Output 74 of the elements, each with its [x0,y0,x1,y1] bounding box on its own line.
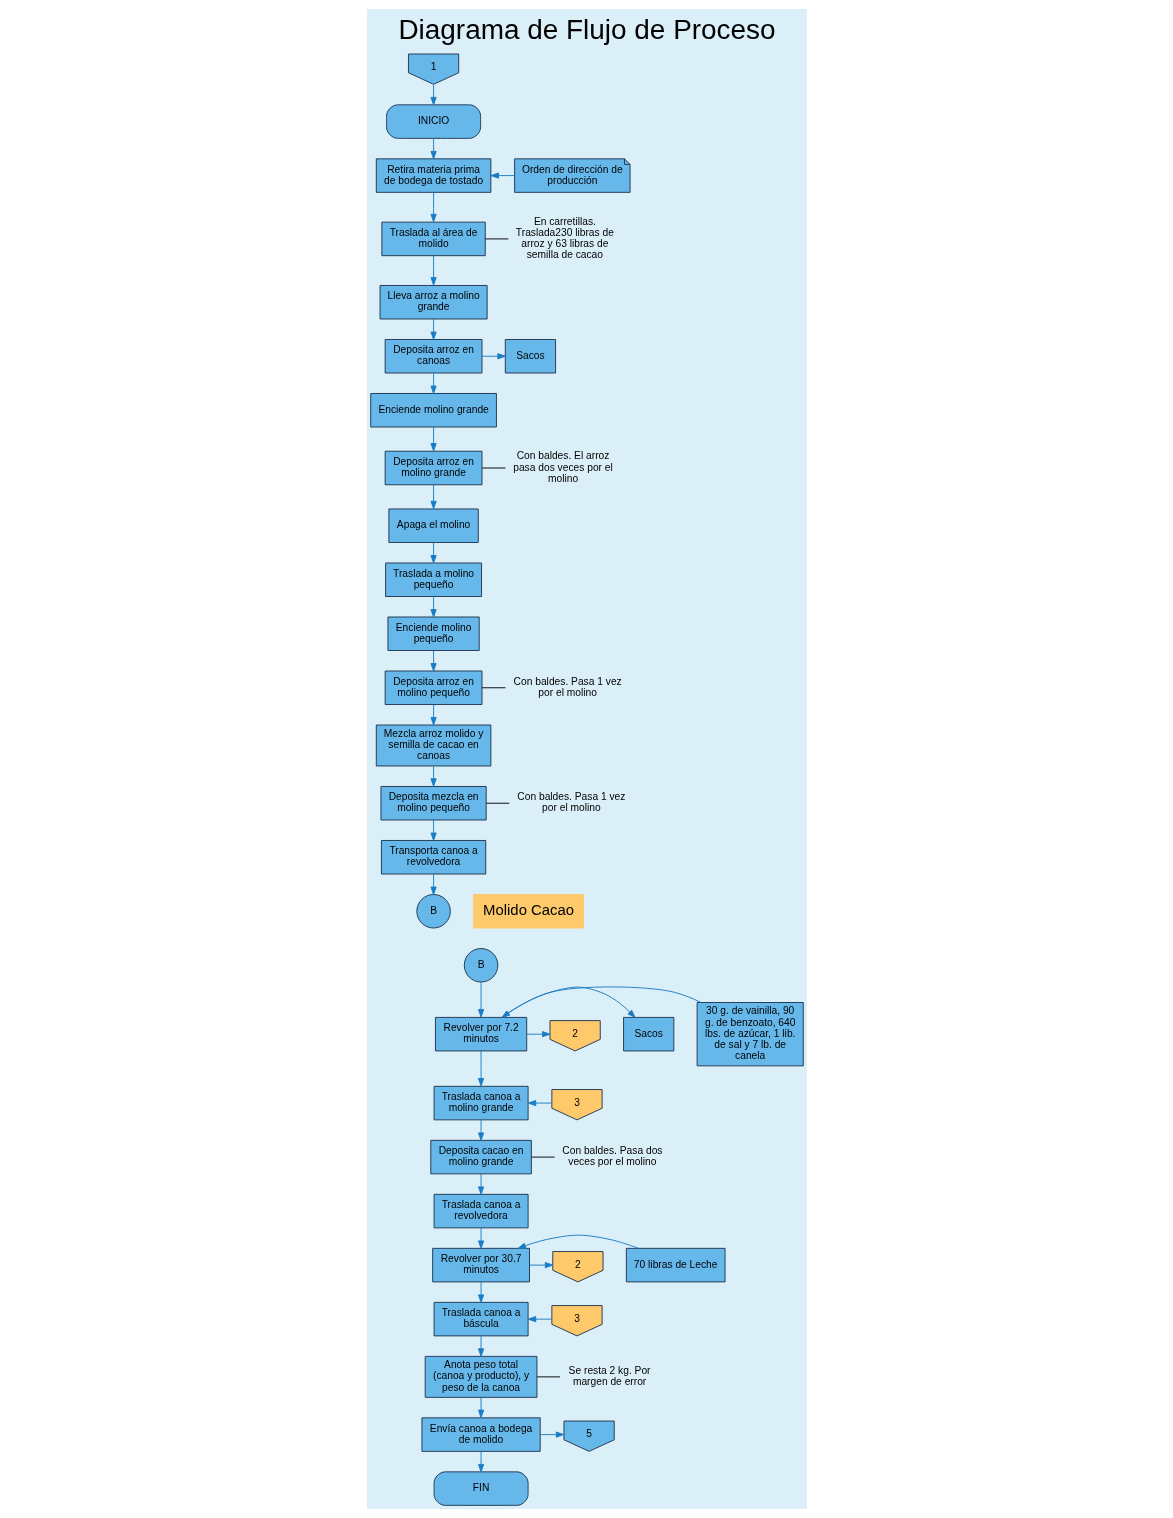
node-box: Deposita arroz en molino grande [384,450,482,486]
node-box: Mezcla arroz molido y semilla de cacao en canoas [375,724,491,767]
connector [536,1376,560,1378]
node-box: Deposita cacao en molino grande [429,1139,532,1175]
arrow [430,192,437,223]
arrow [490,172,515,179]
arrow [477,981,484,1018]
arrow [477,1335,484,1357]
arrow [517,1234,639,1249]
arrow [430,542,437,564]
arrow [477,1397,484,1419]
node-box: Lleva arroz a molino grande [379,285,488,320]
node-box: Enciende molino grande [369,393,497,428]
node-box: Traslada canoa a revolvedora [433,1193,529,1229]
node-box: 70 libras de Leche [625,1247,725,1283]
node-box: Deposita arroz en molino pequeño [384,670,482,705]
arrow [430,484,437,510]
connector [530,1156,555,1158]
arrow [430,426,437,452]
arrow [477,1119,484,1141]
node-box: Traslada a molino pequeño [384,562,482,597]
connector [481,687,506,689]
node-box: Traslada canoa a báscula [433,1301,529,1337]
arrow [527,1100,552,1107]
node-box: INICIO [385,104,481,139]
arrow [477,1050,484,1087]
arrow [430,83,437,106]
node-box: Anota peso total (canoa y producto), y peso de la canoa [424,1355,537,1398]
node-text: Se resta 2 kg. Por margen de error [568,1364,651,1388]
arrow [477,1281,484,1303]
node-text: Con baldes. Pasa 1 vez por el molino [513,675,622,698]
node-box: FIN [433,1471,529,1506]
node-circle: B [463,948,498,983]
node-box: Revolver por 30.7 minutos [431,1247,530,1283]
arrow [430,372,437,394]
node-box: Traslada canoa a molino grande [433,1085,529,1121]
arrow [526,1031,550,1038]
node-box: Deposita mezcla en molino pequeño [380,786,487,821]
node-text: Con baldes. Pasa dos veces por el molino [561,1145,662,1168]
node-box: Revolver por 7.2 minutos [434,1016,527,1052]
arrow [477,1173,484,1195]
arrow [430,819,437,841]
node-text: Con baldes. El arroz pasa dos veces por el molino [512,450,613,484]
arrow [527,1316,552,1323]
node-text: Con baldes. Pasa 1 vez por el molino [516,791,625,814]
arrow [477,1227,484,1249]
diagram-title: Diagrama de Flujo de Proceso [397,13,776,45]
node-box: Retira materia prima de bodega de tostado [375,158,491,193]
arrow [430,138,437,160]
node-box: Enciende molino pequeño [387,616,480,651]
arrow [430,873,437,895]
node-circle: B [415,894,451,929]
node-box: Deposita arroz en canoas [384,339,482,374]
arrow [430,255,437,286]
node-box: Sacos [504,339,556,374]
node-box: Traslada al área de molido [380,221,486,257]
arrow [430,765,437,787]
arrow [430,650,437,672]
node-box: Apaga el molino [387,508,479,543]
node-box: Envía canoa a bodega de molido [420,1417,541,1452]
arrow [430,596,437,618]
node-box: 30 g. de vainilla, 90 g. de benzoato, 640 lbs. de azúcar, 1 lib. de sal y 7 lb. de canela [696,1002,804,1067]
connector [484,238,509,240]
arrow [477,1451,484,1473]
node-box: Sacos [622,1016,674,1052]
label: Molido Cacao [482,901,574,918]
arrow [430,318,437,340]
connector [485,802,510,804]
arrow [481,353,506,360]
arrow [539,1431,564,1438]
arrow [528,1262,553,1269]
arrow [430,704,437,726]
node-text: En carretillas. Traslada230 libras de arroz y 63 libras de semilla de cacao [515,215,614,261]
node-box: Transporta canoa a revolvedora [380,840,486,875]
